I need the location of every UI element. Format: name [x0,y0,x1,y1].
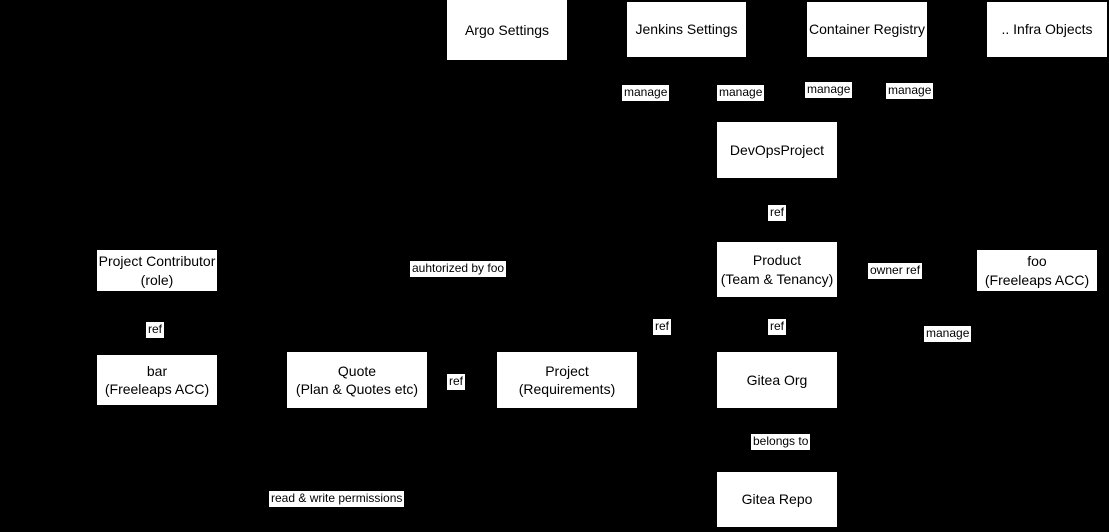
edge-label-belongs-to: belongs to [751,434,811,450]
edge-label-owner-ref: owner ref [868,263,923,279]
diagram-node-bar-account: bar (Freeleaps ACC) [97,355,217,405]
edge-label-manage-foo-gitea: manage [924,326,972,342]
diagram-node-product: Product (Team & Tenancy) [717,242,837,297]
diagram-node-gitea-repo: Gitea Repo [717,472,837,527]
diagram-node-devops-project: DevOpsProject [717,122,837,178]
edge-label-ref-quote-project: ref [447,374,466,390]
edge-label-manage-jenkins: manage [717,85,765,101]
diagram-node-argo-settings: Argo Settings [447,0,567,60]
edge-label-ref-contributor-bar: ref [146,322,165,338]
edge-label-manage-registry: manage [805,82,853,98]
diagram-node-jenkins-settings: Jenkins Settings [627,2,746,57]
edge-label-ref-project-product: ref [653,319,672,335]
diagram-node-gitea-org: Gitea Org [717,352,837,408]
edge-label-read-write-permissions: read & write permissions [269,491,405,507]
diagram-node-foo-account: foo (Freeleaps ACC) [977,250,1097,291]
edge-label-manage-infra: manage [886,83,934,99]
edge-label-auhtorized-by-foo: auhtorized by foo [410,261,507,277]
edge-label-ref-devops-product: ref [768,205,787,221]
edge-label-manage-argo: manage [622,85,670,101]
diagram-node-project: Project (Requirements) [497,352,637,408]
diagram-node-quote: Quote (Plan & Quotes etc) [287,352,427,408]
diagram-node-project-contributor: Project Contributor (role) [97,250,217,291]
diagram-node-infra-objects: .. Infra Objects [987,2,1107,57]
diagram-node-container-registry: Container Registry [807,2,927,57]
edge-label-ref-product-gitea-org: ref [768,319,787,335]
